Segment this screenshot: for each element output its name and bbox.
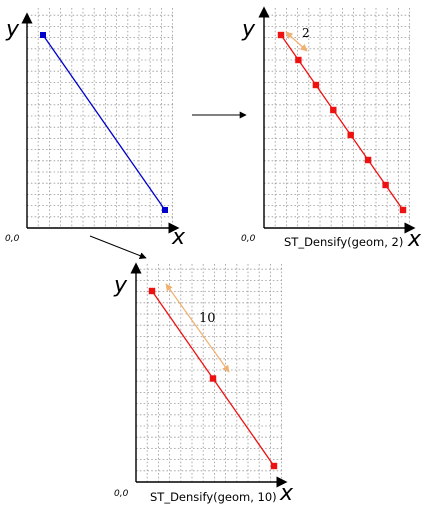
connector-arrow-down xyxy=(89,235,147,259)
vertex-marker xyxy=(209,375,217,382)
x-axis-label-densify-10: x xyxy=(279,481,294,506)
vertex-original-end xyxy=(162,207,168,213)
vertex-marker xyxy=(364,156,372,164)
grid-original xyxy=(27,8,175,228)
distance-arrow-densify-10 xyxy=(165,283,230,373)
y-axis-label-original: y xyxy=(5,17,20,42)
vertex-marker xyxy=(399,206,407,214)
vertex-marker xyxy=(330,106,337,114)
caption-densify-10: ST_Densify(geom, 10) xyxy=(150,490,277,504)
distance-arrow-densify-2 xyxy=(285,31,308,52)
caption-densify-2: ST_Densify(geom, 2) xyxy=(284,235,403,249)
vertex-marker xyxy=(270,462,278,470)
y-axis-label-densify-10: y xyxy=(113,273,128,298)
grid-densify-2 xyxy=(264,8,412,228)
linestring-densify-2 xyxy=(280,34,404,211)
x-axis-label-original: x xyxy=(171,225,186,250)
vertex-original-start xyxy=(40,32,46,38)
panel-densify-2: y x 0,0 ST_Densify(geom, 2) 2 xyxy=(241,6,422,252)
x-axis-label-densify-2: x xyxy=(407,227,422,252)
vertices-densify-2 xyxy=(277,31,407,214)
vertex-marker xyxy=(277,31,285,39)
vertex-marker xyxy=(312,81,320,89)
vertex-marker xyxy=(148,287,156,295)
distance-label-densify-10: 10 xyxy=(199,311,216,326)
origin-label-original: 0,0 xyxy=(5,234,20,244)
panel-densify-10: y x 0,0 ST_Densify(geom, 10) 10 xyxy=(113,262,294,506)
y-axis-label-densify-2: y xyxy=(241,17,256,42)
vertices-densify-10 xyxy=(148,287,278,470)
vertex-marker xyxy=(382,181,389,189)
linestring-original xyxy=(42,34,166,211)
origin-label-densify-2: 0,0 xyxy=(241,234,256,244)
distance-label-densify-2: 2 xyxy=(302,26,310,40)
vertex-marker xyxy=(347,131,354,139)
panel-original: y x 0,0 xyxy=(5,8,186,250)
origin-label-densify-10: 0,0 xyxy=(114,489,129,499)
vertex-marker xyxy=(295,56,302,64)
